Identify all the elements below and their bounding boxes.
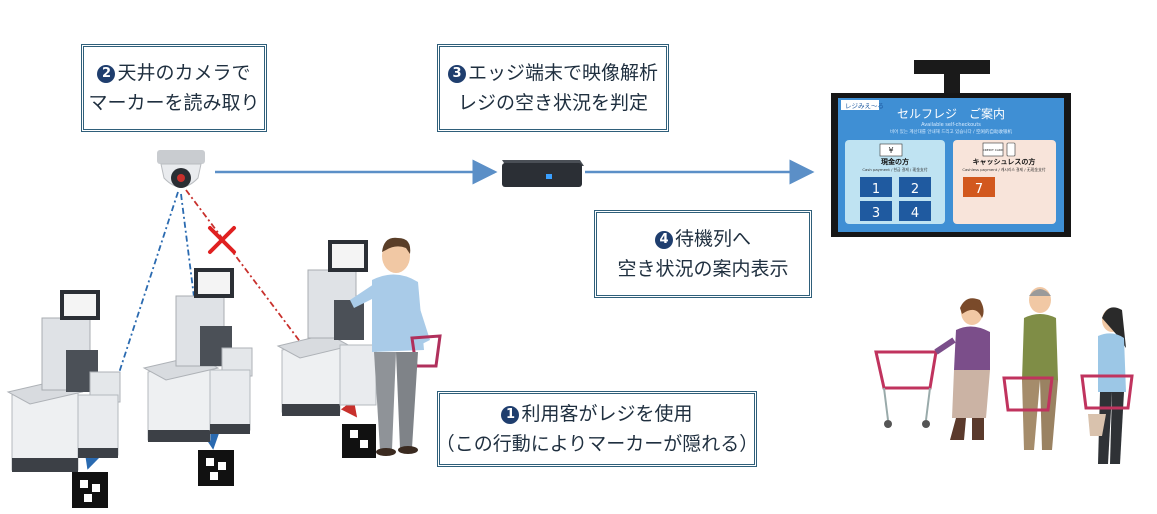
marker-register-2-icon [198, 450, 234, 486]
queue-shopper-woman [1080, 307, 1134, 464]
callout-camera-line1: 天井のカメラで [117, 62, 251, 84]
queue-shopper-with-cart [874, 298, 990, 440]
callout-user-line1: 利用客がレジを使用 [521, 403, 693, 425]
cash-icon: ¥ [888, 146, 893, 155]
signage-logo: レジみえ～る [845, 102, 884, 110]
marker-register-3-icon [342, 424, 376, 458]
signage-subtitle-multi: 비어 있는 계산대를 안내해 드리고 있습니다 / 空闲的自助收银机 [890, 128, 1013, 135]
callout-queue-line1: 待機列へ [674, 228, 751, 250]
signage-monitor: レジみえ～る セルフレジ ご案内 Available self-checkout… [831, 60, 1071, 237]
cashless-title: キャッシュレスの方 [973, 157, 1036, 166]
step-2-badge: 2 [97, 65, 116, 83]
cash-register-tiles: 1 2 3 4 [860, 177, 931, 221]
step-4-badge: 4 [654, 231, 673, 249]
step-3-badge: 3 [447, 65, 466, 83]
callout-camera-line2: マーカーを読み取り [88, 92, 260, 114]
cashless-icon: CREDIT CARD [983, 148, 1004, 152]
sight-line-register-3-blocked [185, 189, 358, 418]
cashless-subtitle: Cashless payment / 캐시리스 결제 / 无现金支付 [962, 167, 1046, 172]
cash-register-4: 4 [911, 206, 919, 221]
callout-queue-line2: 空き状況の案内表示 [617, 258, 789, 280]
step-1-badge: 1 [501, 406, 520, 424]
cash-register-1: 1 [872, 182, 880, 197]
self-checkout-register-2 [142, 268, 253, 442]
ceiling-camera-icon [157, 150, 205, 188]
self-checkout-register-1 [6, 290, 121, 472]
callout-edge-line1: エッジ端末で映像解析 [467, 62, 658, 84]
marker-register-1-icon [72, 472, 108, 508]
cash-register-2: 2 [911, 182, 919, 197]
callout-edge-line2: レジの空き状況を判定 [457, 92, 648, 114]
cashless-register-7: 7 [975, 182, 983, 197]
signage-subtitle-en: Available self-checkouts [921, 122, 981, 128]
callout-user-line2: （この行動によりマーカーが隠れる） [435, 433, 759, 455]
signage-title: セルフレジ ご案内 [897, 106, 1005, 121]
blocked-x-icon [208, 226, 236, 254]
queue-shopper-man [1002, 287, 1058, 450]
cash-register-3: 3 [872, 206, 880, 221]
cash-subtitle: Cash payment / 현금 결제 / 现金支付 [862, 167, 927, 172]
shopper-at-register [350, 237, 442, 456]
edge-device-icon [502, 160, 584, 187]
cash-title: 現金の方 [881, 157, 909, 166]
self-checkout-register-3 [276, 240, 377, 416]
